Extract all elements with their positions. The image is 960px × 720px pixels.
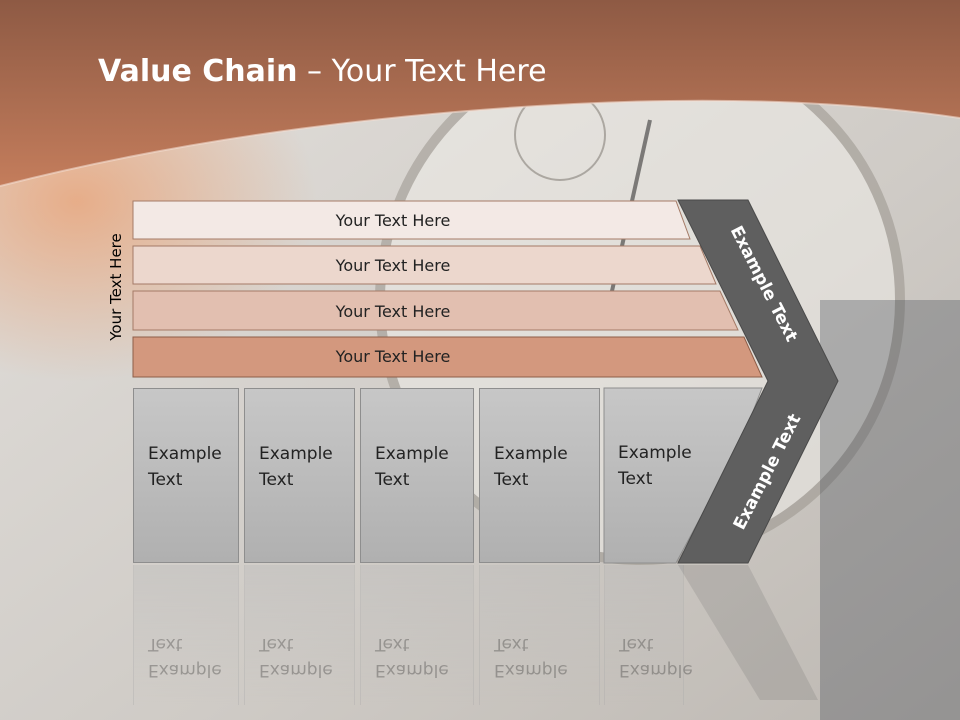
column-5-line2: Text <box>618 469 653 489</box>
column-2-line2: Text <box>259 470 294 490</box>
column-2-line1: Example <box>259 444 333 464</box>
chevron-shape <box>677 199 839 564</box>
bar-3: Your Text Here <box>335 301 451 321</box>
bar-3-shape <box>132 290 739 331</box>
column-1-line1: Example <box>148 444 222 464</box>
bar-4: Your Text Here <box>335 346 451 366</box>
bar-1: Your Text Here <box>335 210 451 230</box>
chevron-reflection <box>678 565 818 700</box>
bar-1-shape <box>132 200 691 240</box>
column-1-line2: Text <box>148 470 183 490</box>
column-5: Example Text <box>618 440 692 492</box>
column-3-line1: Example <box>375 444 449 464</box>
header-band <box>0 0 960 186</box>
column-4-line1: Example <box>494 444 568 464</box>
page-title: Value Chain – Your Text Here <box>98 54 547 89</box>
column-5-line1: Example <box>618 443 692 463</box>
bar-2: Your Text Here <box>335 255 451 275</box>
column-4-line2: Text <box>494 470 529 490</box>
column-3-line2: Text <box>375 470 410 490</box>
bar-4-shape <box>132 336 763 378</box>
bar-2-shape <box>132 245 717 285</box>
